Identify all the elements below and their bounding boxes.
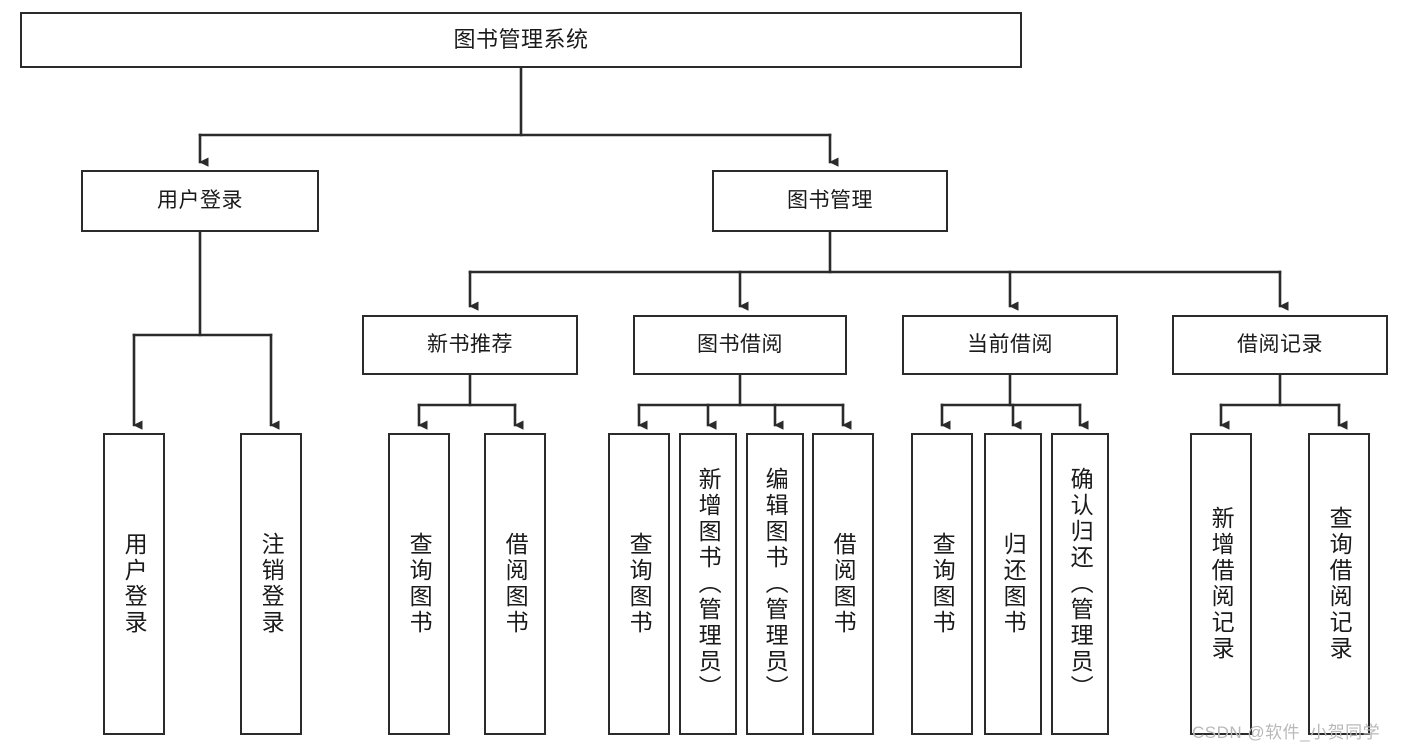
leaf-user-login-label: 用户登录 (121, 532, 148, 636)
leaf-user-login[interactable]: 用户登录 (103, 433, 165, 735)
node-user-login[interactable]: 用户登录 (81, 170, 319, 232)
leaf-logout-label: 注销登录 (258, 532, 285, 636)
leaf-add-book-admin-label: 新增图书（管理员） (695, 467, 722, 701)
node-book-borrow-label: 图书借阅 (697, 333, 783, 357)
leaf-return-book-label: 归还图书 (1000, 532, 1027, 636)
leaf-query-borrow-record-label: 查询借阅记录 (1326, 506, 1353, 662)
leaf-add-book-admin[interactable]: 新增图书（管理员） (679, 433, 737, 735)
node-current-borrow-label: 当前借阅 (967, 333, 1053, 357)
leaf-new-book-query-label: 查询图书 (406, 532, 433, 636)
leaf-return-book[interactable]: 归还图书 (984, 433, 1042, 735)
leaf-add-borrow-record-label: 新增借阅记录 (1208, 506, 1235, 662)
leaf-query-borrow-record[interactable]: 查询借阅记录 (1308, 433, 1370, 735)
leaf-new-book-borrow-label: 借阅图书 (502, 532, 529, 636)
node-new-book-recommend-label: 新书推荐 (427, 333, 513, 357)
leaf-new-book-query[interactable]: 查询图书 (388, 433, 450, 735)
leaf-edit-book-admin[interactable]: 编辑图书（管理员） (746, 433, 804, 735)
node-user-login-label: 用户登录 (157, 189, 243, 213)
leaf-add-borrow-record[interactable]: 新增借阅记录 (1190, 433, 1252, 735)
leaf-borrow-query-label: 查询图书 (626, 532, 653, 636)
node-new-book-recommend[interactable]: 新书推荐 (362, 315, 578, 375)
node-book-management-label: 图书管理 (787, 189, 873, 213)
node-book-management[interactable]: 图书管理 (712, 170, 948, 232)
leaf-confirm-return-admin[interactable]: 确认归还（管理员） (1051, 433, 1109, 735)
csdn-watermark: CSDN @软件_小贺同学 (1192, 723, 1381, 742)
node-current-borrow[interactable]: 当前借阅 (902, 315, 1118, 375)
leaf-new-book-borrow[interactable]: 借阅图书 (484, 433, 546, 735)
leaf-logout[interactable]: 注销登录 (240, 433, 302, 735)
leaf-current-query[interactable]: 查询图书 (911, 433, 973, 735)
leaf-current-query-label: 查询图书 (929, 532, 956, 636)
leaf-borrow-query[interactable]: 查询图书 (608, 433, 670, 735)
leaf-borrow-book[interactable]: 借阅图书 (812, 433, 874, 735)
node-root-label: 图书管理系统 (453, 27, 589, 53)
leaf-borrow-book-label: 借阅图书 (830, 532, 857, 636)
node-borrow-record-label: 借阅记录 (1237, 333, 1323, 357)
node-root[interactable]: 图书管理系统 (20, 12, 1022, 68)
node-book-borrow[interactable]: 图书借阅 (633, 315, 847, 375)
node-borrow-record[interactable]: 借阅记录 (1172, 315, 1388, 375)
leaf-edit-book-admin-label: 编辑图书（管理员） (762, 467, 789, 701)
leaf-confirm-return-admin-label: 确认归还（管理员） (1067, 467, 1094, 701)
